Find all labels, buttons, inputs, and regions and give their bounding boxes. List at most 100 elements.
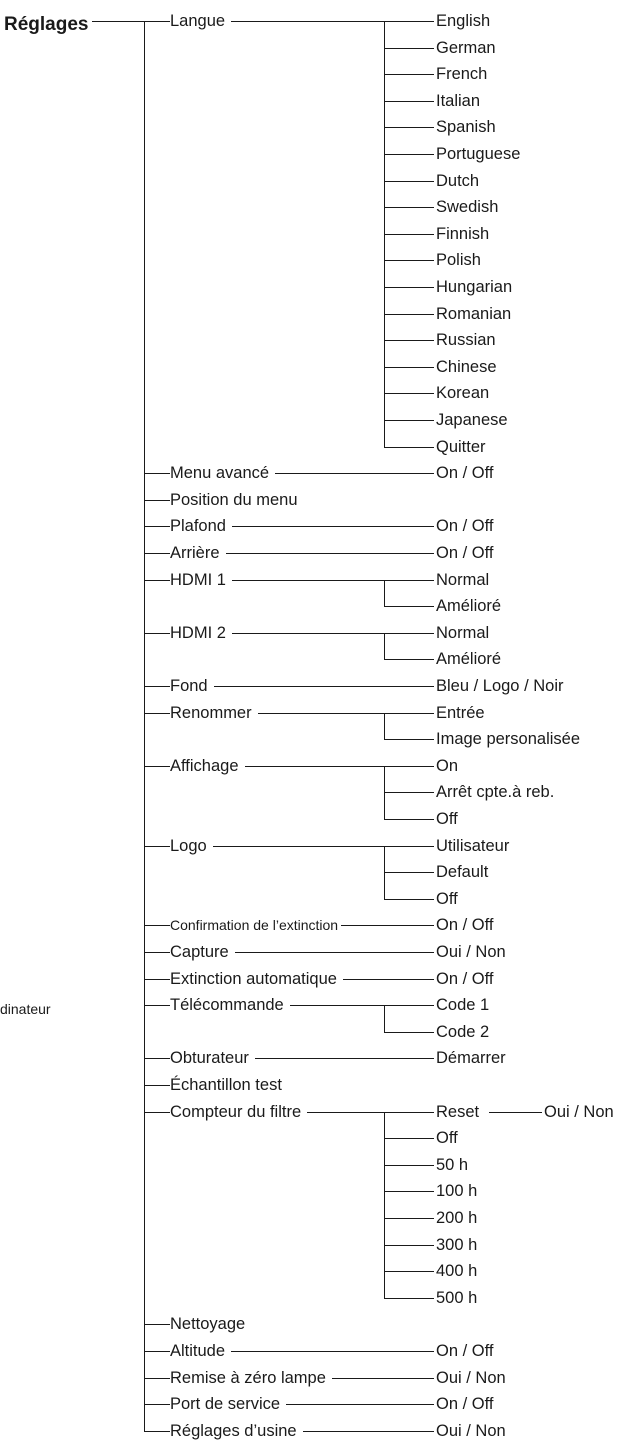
option-branch-line <box>384 127 434 129</box>
branch-line <box>144 526 170 528</box>
option-connector-line <box>232 579 434 581</box>
option-label: On / Off <box>436 1342 494 1360</box>
option-branch-line <box>384 1271 434 1273</box>
option-vertical-line <box>384 21 385 447</box>
option-label: 200 h <box>436 1209 478 1227</box>
option-connector-line <box>231 1351 434 1352</box>
menu-item-label: Capture <box>170 943 229 961</box>
option-label: Amélioré <box>436 597 502 616</box>
option-label: Off <box>436 810 458 828</box>
margin-fragment-text: dinateur <box>0 1001 51 1017</box>
option-branch-line <box>384 792 434 794</box>
branch-line <box>144 579 170 581</box>
option-connector-line <box>213 845 434 847</box>
option-branch-line <box>384 1138 434 1140</box>
menu-item-label: Remise à zéro lampe <box>170 1368 326 1387</box>
option-branch-line <box>384 47 434 49</box>
branch-line <box>144 1005 170 1007</box>
menu-item-label: Altitude <box>170 1342 226 1360</box>
menu-item-label: Fond <box>170 677 208 695</box>
option-label: On / Off <box>436 969 494 988</box>
option-vertical-line <box>384 712 385 740</box>
option-label: Spanish <box>436 118 496 137</box>
option-label: On / Off <box>436 517 494 536</box>
option-label: Swedish <box>436 198 499 217</box>
menu-item-label: Affichage <box>170 756 239 775</box>
menu-item-label: Confirmation de l’extinction <box>170 917 339 934</box>
option-branch-line <box>384 819 434 820</box>
option-label: Finnish <box>436 224 490 243</box>
option-label: Entrée <box>436 703 485 722</box>
option-connector-line <box>232 632 434 634</box>
option-branch-line <box>384 1297 434 1299</box>
option-connector-line <box>231 21 434 22</box>
option-connector-line <box>286 1404 434 1406</box>
option-connector-line <box>235 952 434 953</box>
option-label: Italian <box>436 91 481 110</box>
branch-line <box>144 1351 170 1352</box>
menu-item-label: Port de service <box>170 1395 281 1414</box>
option-label: Normal <box>436 570 490 589</box>
branch-line <box>144 845 170 847</box>
option-branch-line <box>384 872 434 874</box>
option-label: 400 h <box>436 1262 478 1281</box>
main-trunk-line <box>144 21 145 1432</box>
option-vertical-line <box>384 632 385 660</box>
option-label: Dutch <box>436 171 480 190</box>
option-branch-line <box>384 100 434 102</box>
option-label: German <box>436 38 496 57</box>
option-connector-line <box>214 686 434 687</box>
menu-item-label: Compteur du filtre <box>170 1102 302 1121</box>
option-label: Reset <box>436 1102 480 1121</box>
option-branch-line <box>384 74 434 76</box>
option-label: Japanese <box>436 411 508 429</box>
root-title: Réglages <box>4 14 89 35</box>
menu-item-label: Nettoyage <box>170 1315 246 1334</box>
option-label: Oui / Non <box>436 1368 506 1387</box>
option-connector-line <box>290 1005 434 1007</box>
option-label: Image personalisée <box>436 730 581 749</box>
option-connector-line <box>332 1377 434 1379</box>
menu-item-label: Échantillon test <box>170 1076 282 1094</box>
option-label: Code 2 <box>436 1022 490 1041</box>
option-branch-line <box>384 233 434 235</box>
option-branch-line <box>384 606 434 608</box>
option-branch-line <box>384 1164 434 1166</box>
option-branch-line <box>384 1218 434 1219</box>
option-branch-line <box>384 207 434 209</box>
option-label: 500 h <box>436 1288 478 1307</box>
option-label: Korean <box>436 384 490 403</box>
option-connector-line <box>343 978 434 980</box>
option-vertical-line <box>384 765 385 819</box>
menu-item-label: Menu avancé <box>170 464 270 483</box>
option-connector-line <box>303 1430 434 1432</box>
menu-item-label: Arrière <box>170 544 220 562</box>
branch-line <box>144 978 170 980</box>
option-branch-line <box>384 1031 434 1033</box>
option-connector-line <box>341 925 434 927</box>
option-branch-line <box>384 659 434 661</box>
menu-item-label: Logo <box>170 836 207 855</box>
option-label: Romanian <box>436 304 512 323</box>
option-vertical-line <box>384 579 385 607</box>
option-branch-line <box>384 446 434 448</box>
branch-line <box>144 925 170 927</box>
option-label: Démarrer <box>436 1049 506 1068</box>
option-label: Chinese <box>436 357 497 376</box>
branch-line <box>144 712 170 714</box>
option-branch-line <box>384 393 434 395</box>
option-label: Default <box>436 863 489 882</box>
branch-line <box>144 499 170 501</box>
option-connector-line <box>226 553 434 554</box>
option-label: Oui / Non <box>436 943 506 961</box>
option-label: Off <box>436 1129 458 1148</box>
option-branch-line <box>384 313 434 315</box>
sub-option-connector-line <box>489 1111 542 1113</box>
root-connector-line <box>92 21 144 22</box>
option-branch-line <box>384 154 434 155</box>
option-label: Hungarian <box>436 278 513 296</box>
option-branch-line <box>384 739 434 741</box>
sub-option-label: Oui / Non <box>544 1102 614 1121</box>
option-branch-line <box>384 366 434 368</box>
